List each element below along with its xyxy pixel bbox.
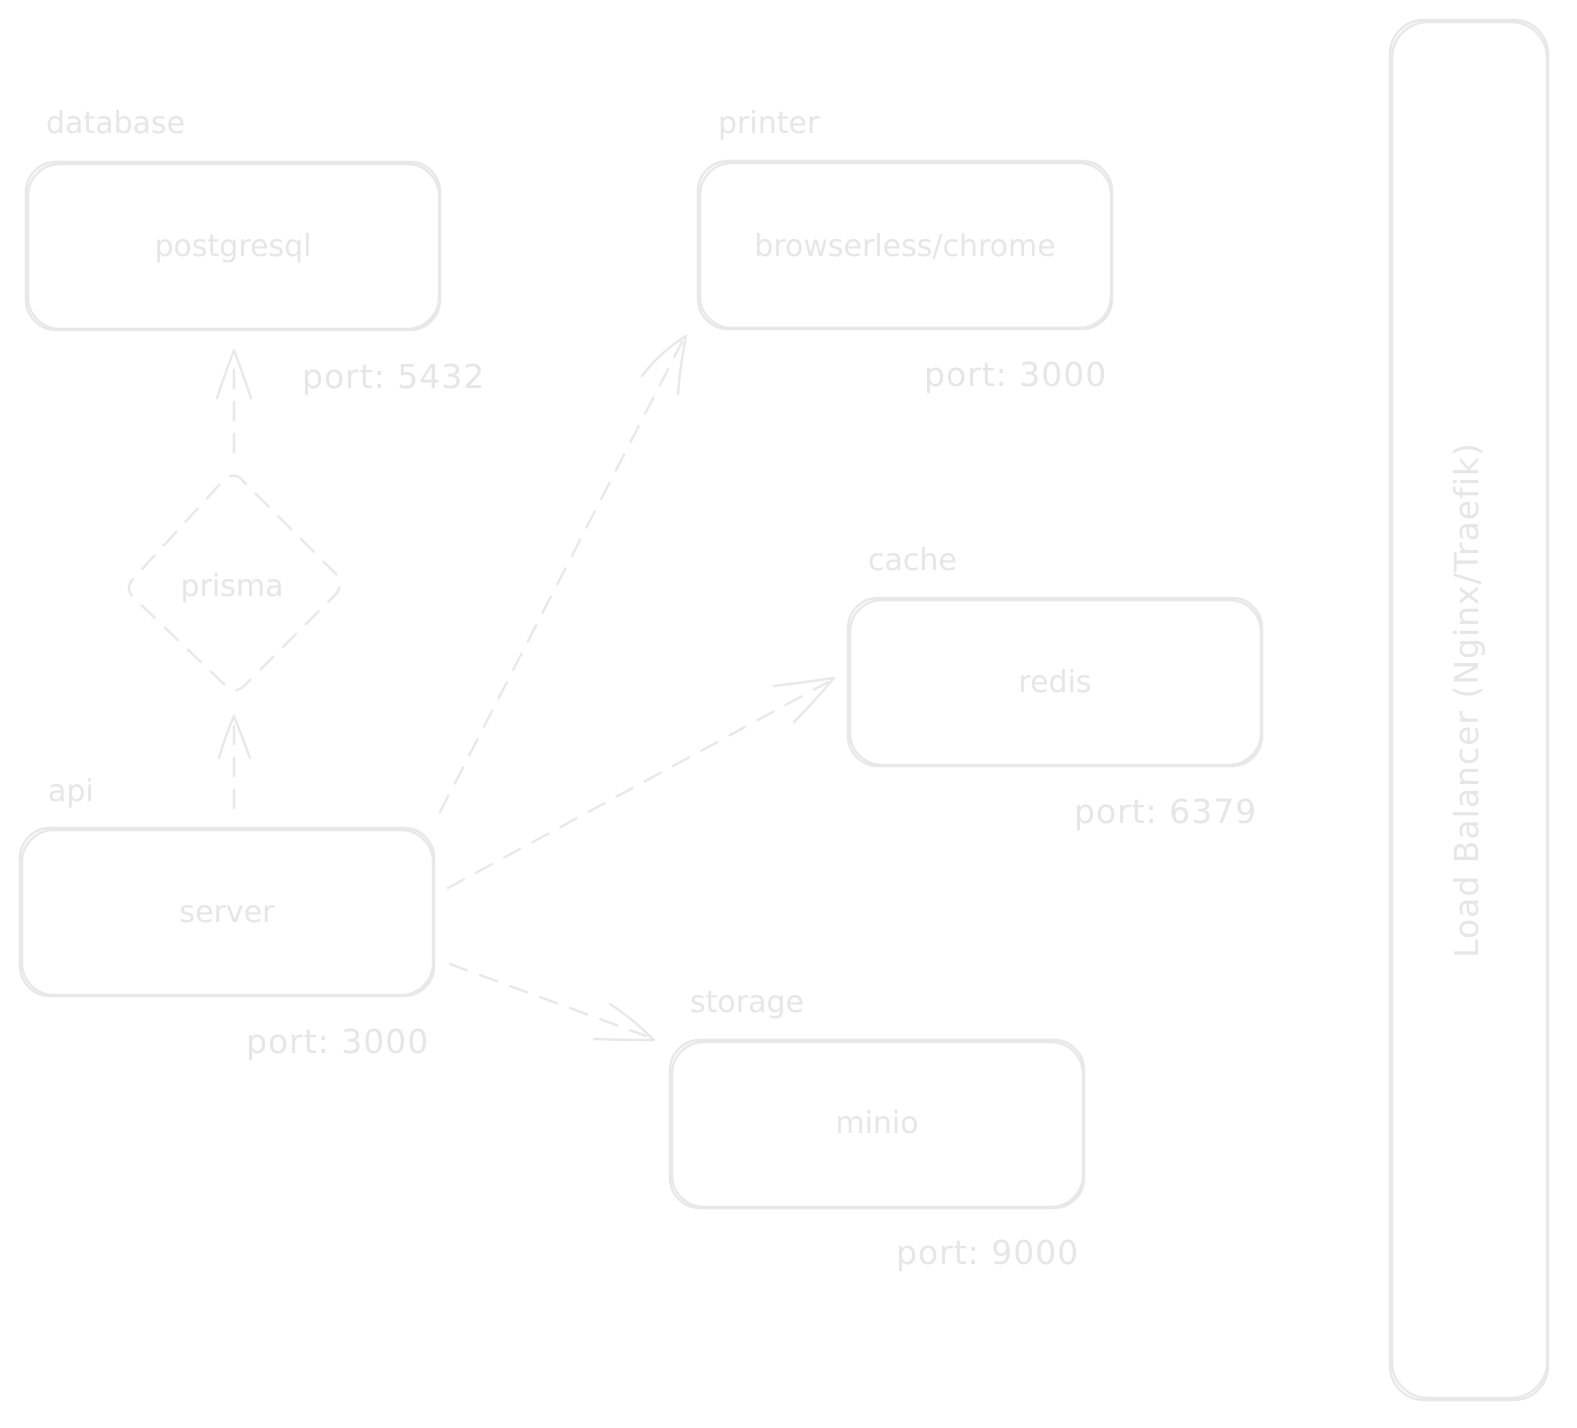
- edge-line: [448, 962, 648, 1038]
- node-box-sketch: [848, 598, 1263, 767]
- node-browserless-chrome[interactable]: browserless/chrome: [696, 159, 1114, 331]
- arrowhead: [772, 676, 836, 724]
- arrowhead: [592, 1002, 656, 1042]
- port-label-postgresql: port: 5432: [302, 357, 485, 396]
- node-prisma[interactable]: prisma: [127, 474, 342, 692]
- edge-server-redis: [446, 676, 836, 890]
- node-postgresql[interactable]: postgresql: [24, 160, 442, 332]
- node-label-postgresql: postgresql: [155, 229, 312, 264]
- node-label-browserless: browserless/chrome: [754, 229, 1055, 264]
- edge-server-minio: [448, 962, 656, 1042]
- node-label-prisma: prisma: [181, 569, 284, 604]
- load-balancer-box-sketch: [1390, 20, 1549, 1400]
- edge-server-prisma: [217, 714, 252, 810]
- node-label-server: server: [180, 895, 276, 930]
- node-label-redis: redis: [1018, 665, 1091, 700]
- group-label-database: database: [46, 106, 185, 141]
- port-label-minio: port: 9000: [896, 1233, 1079, 1272]
- node-redis[interactable]: redis: [846, 596, 1264, 768]
- arrowhead: [217, 714, 252, 760]
- prisma-diamond: [127, 474, 342, 692]
- node-box-sketch: [698, 161, 1113, 330]
- group-label-storage: storage: [690, 985, 804, 1020]
- load-balancer[interactable]: Load Balancer (Nginx/Traefik): [1388, 18, 1550, 1402]
- load-balancer-label: Load Balancer (Nginx/Traefik): [1447, 442, 1486, 958]
- port-label-redis: port: 6379: [1074, 792, 1257, 831]
- node-minio[interactable]: minio: [668, 1038, 1086, 1210]
- edge-line: [446, 680, 830, 890]
- port-label-browserless: port: 3000: [924, 355, 1107, 394]
- arrowhead: [640, 334, 688, 396]
- node-box-sketch: [26, 162, 441, 331]
- node-box-sketch: [20, 828, 435, 997]
- group-label-printer: printer: [718, 106, 820, 141]
- group-label-cache: cache: [868, 543, 957, 578]
- edge-prisma-postgresql: [215, 348, 253, 454]
- port-label-server: port: 3000: [246, 1022, 429, 1061]
- edge-line: [438, 340, 684, 814]
- arrowhead: [215, 348, 253, 400]
- node-label-minio: minio: [835, 1106, 918, 1141]
- edge-server-browserless: [438, 334, 688, 814]
- node-box-sketch: [670, 1040, 1085, 1209]
- node-server[interactable]: server: [18, 826, 436, 998]
- group-label-api: api: [48, 774, 94, 809]
